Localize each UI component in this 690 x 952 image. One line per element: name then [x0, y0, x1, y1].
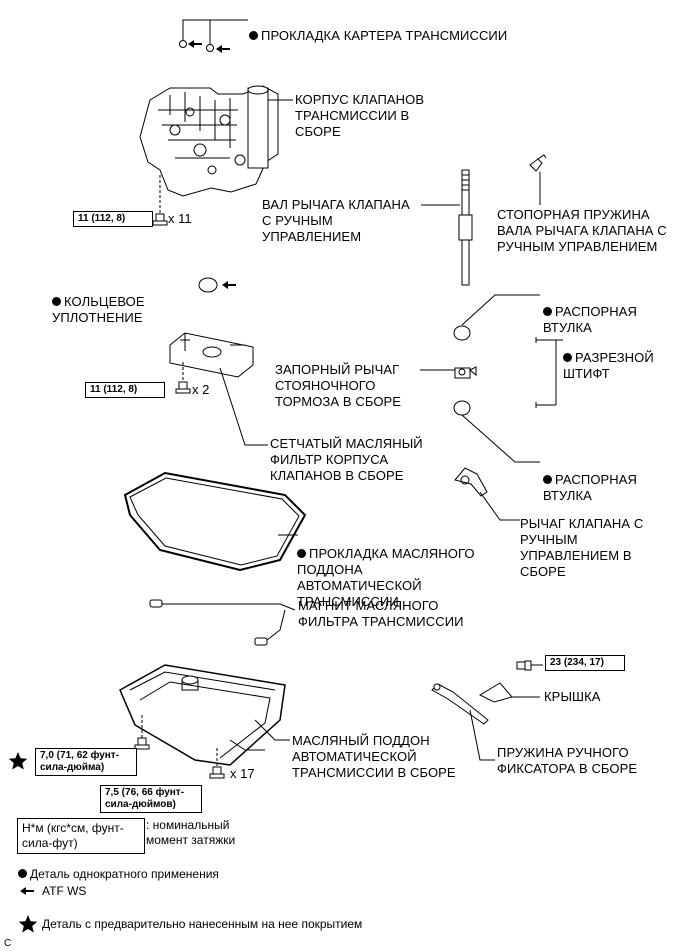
star-icon	[8, 752, 28, 770]
bolt-icon	[134, 737, 150, 750]
legend-dot-icon	[18, 869, 27, 878]
slotted-pin-icon	[535, 337, 556, 408]
detent-spring-icon	[431, 683, 489, 725]
pan-gasket-bracket	[179, 19, 248, 52]
legend-non-reusable: Деталь однократного применения	[18, 852, 219, 882]
spacer-icon	[453, 325, 471, 341]
label-strainer: СЕТЧАТЫЙ МАСЛЯНЫЙ ФИЛЬТР КОРПУСА КЛАПАНО…	[270, 436, 423, 483]
oil-pan-icon	[119, 664, 286, 766]
label-o-ring: КОЛЬЦЕВОЕ УПЛОТНЕНИЕ	[52, 294, 145, 325]
qty-valve-body: x 11	[168, 211, 192, 226]
manual-lever-icon	[454, 467, 488, 497]
qty-strainer: x 2	[192, 382, 210, 397]
legend-torque-box: Н*м (кгс*см, фунт- сила-фут)	[17, 818, 145, 854]
non-reusable-dot-icon	[52, 297, 61, 306]
corner-mark: C	[4, 938, 12, 949]
label-manual-shaft: ВАЛ РЫЧАГА КЛАПАНА С РУЧНЫМ УПРАВЛЕНИЕМ	[262, 197, 410, 244]
atf-arrow-icon	[216, 45, 230, 53]
label-retaining-spring: СТОПОРНАЯ ПРУЖИНА ВАЛА РЫЧАГА КЛАПАНА С …	[497, 207, 667, 254]
cover-icon	[478, 682, 513, 703]
label-pan-gasket: ПРОКЛАДКА КАРТЕРА ТРАНСМИССИИ	[249, 12, 507, 44]
bolt-icon	[152, 213, 168, 226]
torque-valve-body: 11 (112, 8)	[73, 211, 153, 227]
non-reusable-dot-icon	[543, 475, 552, 484]
parking-lock-icon	[454, 366, 477, 379]
torque-pan: 7,5 (76, 66 фунт- сила-дюймов)	[100, 785, 202, 813]
legend-torque-desc: : номинальный момент затяжки	[146, 818, 236, 847]
legend-star-icon	[18, 915, 38, 933]
torque-strainer: 11 (112, 8)	[85, 382, 165, 398]
label-parking-lock: ЗАПОРНЫЙ РЫЧАГ СТОЯНОЧНОГО ТОРМОЗА В СБО…	[275, 362, 402, 409]
non-reusable-dot-icon	[297, 549, 306, 558]
manual-shaft-icon	[458, 169, 473, 286]
qty-pan: x 17	[230, 766, 255, 781]
label-valve-body: КОРПУС КЛАПАНОВ ТРАНСМИССИИ В СБОРЕ	[295, 92, 425, 139]
legend-arrow-icon	[20, 887, 34, 895]
magnet-icon	[149, 599, 268, 646]
strainer-icon	[169, 332, 254, 378]
atf-arrow-icon	[222, 281, 236, 289]
legend-atf: ATF WS	[42, 884, 87, 898]
torque-cover: 23 (234, 17)	[545, 655, 625, 671]
label-detent-spring: ПРУЖИНА РУЧНОГО ФИКСАТОРА В СБОРЕ	[497, 745, 638, 776]
label-slotted-pin: РАЗРЕЗНОЙ ШТИФТ	[563, 350, 654, 381]
label-spacer-bottom: РАСПОРНАЯ ВТУЛКА	[543, 472, 638, 503]
atf-arrow-icon	[188, 40, 202, 48]
label-oil-pan: МАСЛЯНЫЙ ПОДДОН АВТОМАТИЧЕСКОЙ ТРАНСМИСС…	[292, 733, 456, 780]
spacer-icon	[453, 400, 471, 416]
label-magnet: МАГНИТ МАСЛЯНОГО ФИЛЬТРА ТРАНСМИССИИ	[298, 598, 464, 629]
o-ring-icon	[198, 277, 218, 293]
label-manual-lever: РЫЧАГ КЛАПАНА С РУЧНЫМ УПРАВЛЕНИЕМ В СБО…	[520, 516, 644, 579]
legend-precoated: Деталь с предварительно нанесенным на не…	[42, 917, 363, 931]
label-spacer-top: РАСПОРНАЯ ВТУЛКА	[543, 304, 638, 335]
torque-pan-star: 7,0 (71, 62 фунт- сила-дюйма)	[35, 748, 137, 776]
valve-body-icon	[139, 85, 279, 197]
non-reusable-dot-icon	[249, 31, 258, 40]
oil-pan-gasket-icon	[123, 471, 307, 572]
bolt-icon	[175, 381, 191, 394]
label-cover: КРЫШКА	[544, 689, 601, 704]
non-reusable-dot-icon	[543, 307, 552, 316]
bolt-icon	[516, 660, 532, 671]
label-oil-pan-gasket: ПРОКЛАДКА МАСЛЯНОГО ПОДДОНА АВТОМАТИЧЕСК…	[297, 546, 475, 609]
bolt-icon	[209, 766, 225, 779]
non-reusable-dot-icon	[563, 353, 572, 362]
retaining-spring-icon	[529, 154, 547, 172]
